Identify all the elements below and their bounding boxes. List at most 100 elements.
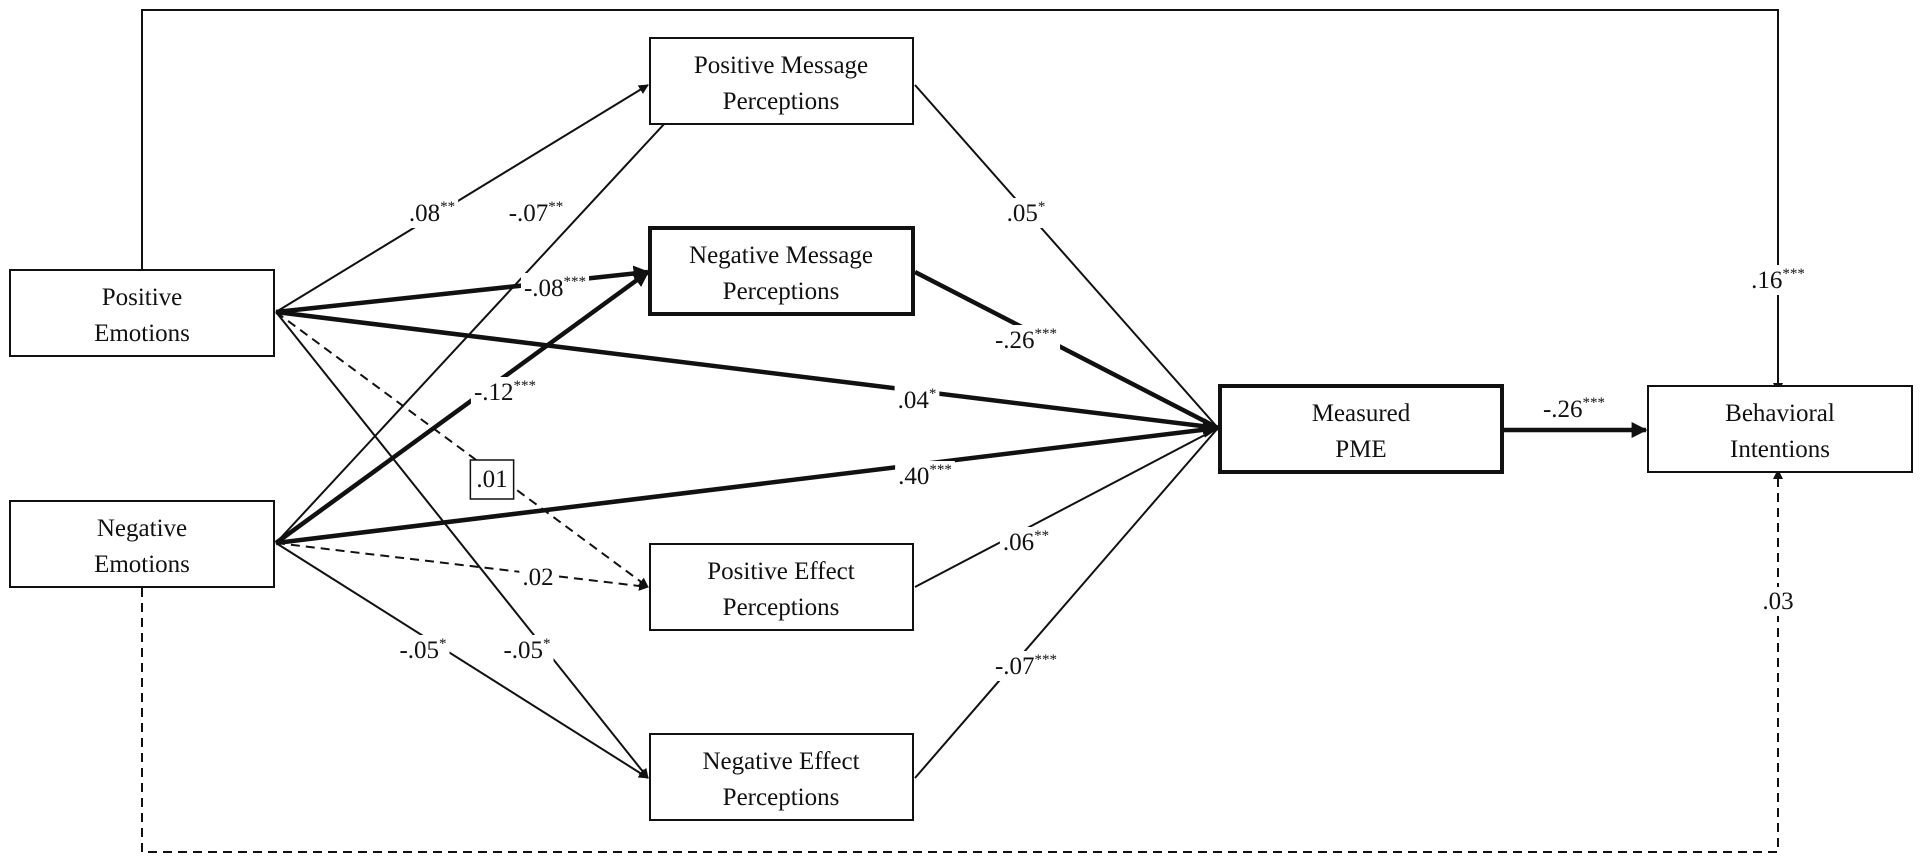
path-negative-message-perceptions-to-measured-pme xyxy=(913,269,1220,431)
node-label-line-2: PME xyxy=(1335,436,1386,463)
coefficient-value: .16 xyxy=(1751,267,1782,294)
coefficient-label: -.26*** xyxy=(991,325,1061,355)
significance-stars: ** xyxy=(1034,528,1049,544)
node-label-line-1: Positive Effect xyxy=(707,558,854,585)
node-label-line-2: Intentions xyxy=(1730,436,1830,463)
coefficient-label: -.07** xyxy=(505,198,567,228)
node-measured-pme: Measured PME xyxy=(1218,384,1504,474)
svg-text:.04*: .04* xyxy=(898,386,937,414)
path-positive-effect-perceptions-to-measured-pme xyxy=(914,427,1219,588)
node-label-line-2: Perceptions xyxy=(723,784,840,811)
significance-stars: *** xyxy=(564,274,587,290)
node-label-line-1: Measured xyxy=(1312,400,1411,427)
path-positive-emotions-to-positive-message-perceptions xyxy=(275,84,649,313)
path-negative-emotions-to-measured-pme xyxy=(275,421,1220,546)
coefficient-value: -.05 xyxy=(399,637,439,664)
coefficient-label: .16*** xyxy=(1748,265,1808,295)
node-label-line-2: Emotions xyxy=(94,551,190,578)
svg-text:.08**: .08** xyxy=(409,199,455,227)
svg-text:.40***: .40*** xyxy=(898,462,952,490)
node-positive-message-perceptions: Positive Message Perceptions xyxy=(649,37,914,125)
coefficient-value: -.26 xyxy=(1543,396,1583,423)
coefficient-label: .01 xyxy=(469,459,515,500)
coefficient-value: -.07 xyxy=(509,200,549,227)
significance-stars: *** xyxy=(1035,326,1058,342)
coefficient-label: -.26*** xyxy=(1539,394,1609,424)
significance-stars: ** xyxy=(440,199,455,215)
node-label-line-1: Negative Message xyxy=(689,242,873,269)
significance-stars: *** xyxy=(1782,266,1805,282)
coefficient-value: .08 xyxy=(409,200,440,227)
coefficient-value: -.07 xyxy=(995,653,1035,680)
svg-text:-.26***: -.26*** xyxy=(995,326,1057,354)
node-negative-effect-perceptions: Negative Effect Perceptions xyxy=(649,733,914,821)
coefficient-label: .04* xyxy=(894,385,940,415)
path-negative-emotions-to-negative-effect-perceptions xyxy=(275,542,649,779)
node-positive-emotions: Positive Emotions xyxy=(9,269,275,357)
significance-stars: * xyxy=(439,636,447,652)
node-positive-effect-perceptions: Positive Effect Perceptions xyxy=(649,543,914,631)
svg-text:.05*: .05* xyxy=(1007,199,1046,227)
coefficient-value: .01 xyxy=(476,466,507,493)
svg-text:-.05*: -.05* xyxy=(399,636,446,664)
path-positive-message-perceptions-to-measured-pme xyxy=(914,84,1219,429)
path-positive-emotions-to-positive-effect-perceptions xyxy=(275,311,649,588)
coefficient-label: -.05* xyxy=(500,635,554,665)
svg-text:-.07**: -.07** xyxy=(509,199,564,227)
svg-text:-.08***: -.08*** xyxy=(524,274,586,302)
svg-text:.16***: .16*** xyxy=(1751,266,1805,294)
path-negative-emotions-to-positive-effect-perceptions xyxy=(275,542,649,591)
coefficient-value: -.12 xyxy=(474,379,514,406)
node-label-line-1: Behavioral xyxy=(1725,400,1835,427)
coefficient-label: -.08*** xyxy=(520,273,590,303)
significance-stars: *** xyxy=(514,378,537,394)
coefficient-label: .03 xyxy=(1759,587,1797,616)
coefficient-label: .02 xyxy=(519,563,557,592)
node-label-line-2: Emotions xyxy=(94,320,190,347)
significance-stars: ** xyxy=(548,199,563,215)
node-label-line-2: Perceptions xyxy=(723,278,840,305)
svg-text:.01: .01 xyxy=(476,466,507,493)
coefficient-label: .08** xyxy=(405,198,459,228)
significance-stars: *** xyxy=(929,462,952,478)
svg-text:.02: .02 xyxy=(522,564,553,591)
node-label-line-1: Negative xyxy=(97,515,187,542)
node-label-line-1: Positive Message xyxy=(694,52,868,79)
coefficient-value: -.08 xyxy=(524,275,564,302)
path-negative-emotions-to-negative-message-perceptions xyxy=(274,270,650,545)
path-negative-effect-perceptions-to-measured-pme xyxy=(914,427,1219,779)
node-negative-message-perceptions: Negative Message Perceptions xyxy=(648,226,915,316)
node-behavioral-intentions: Behavioral Intentions xyxy=(1647,385,1913,473)
significance-stars: * xyxy=(1038,199,1046,215)
path-negative-emotions-to-positive-message-perceptions xyxy=(275,121,667,544)
coefficient-label: .05* xyxy=(1003,198,1049,228)
path-positive-emotions-to-behavioral-intentions xyxy=(141,9,1783,393)
node-label-line-2: Perceptions xyxy=(723,88,840,115)
coefficient-labels: .08**-.07**-.08***-.12***.01.02-.05*-.05… xyxy=(396,198,1808,681)
coefficient-value: .02 xyxy=(522,564,553,591)
coefficient-label: -.05* xyxy=(396,635,450,665)
coefficient-value: .05 xyxy=(1007,200,1038,227)
path-positive-emotions-to-measured-pme xyxy=(275,309,1220,435)
coefficient-value: -.26 xyxy=(995,327,1035,354)
significance-stars: * xyxy=(543,636,551,652)
coefficient-value: -.05 xyxy=(503,637,543,664)
svg-text:-.07***: -.07*** xyxy=(995,652,1057,680)
svg-text:-.26***: -.26*** xyxy=(1543,395,1605,423)
node-label-line-2: Perceptions xyxy=(723,594,840,621)
svg-text:-.05*: -.05* xyxy=(503,636,550,664)
coefficient-label: .40*** xyxy=(895,461,955,491)
significance-stars: * xyxy=(929,386,937,402)
coefficient-value: .06 xyxy=(1003,529,1034,556)
svg-text:.06**: .06** xyxy=(1003,528,1049,556)
svg-text:-.12***: -.12*** xyxy=(474,378,536,406)
svg-text:.03: .03 xyxy=(1762,588,1793,615)
significance-stars: *** xyxy=(1035,652,1058,668)
coefficient-value: .04 xyxy=(898,387,930,414)
node-negative-emotions: Negative Emotions xyxy=(9,500,275,588)
node-label-line-1: Negative Effect xyxy=(702,748,859,775)
path-positive-emotions-to-negative-effect-perceptions xyxy=(275,311,649,779)
coefficient-label: -.12*** xyxy=(470,377,540,407)
coefficient-label: .06** xyxy=(999,527,1053,557)
